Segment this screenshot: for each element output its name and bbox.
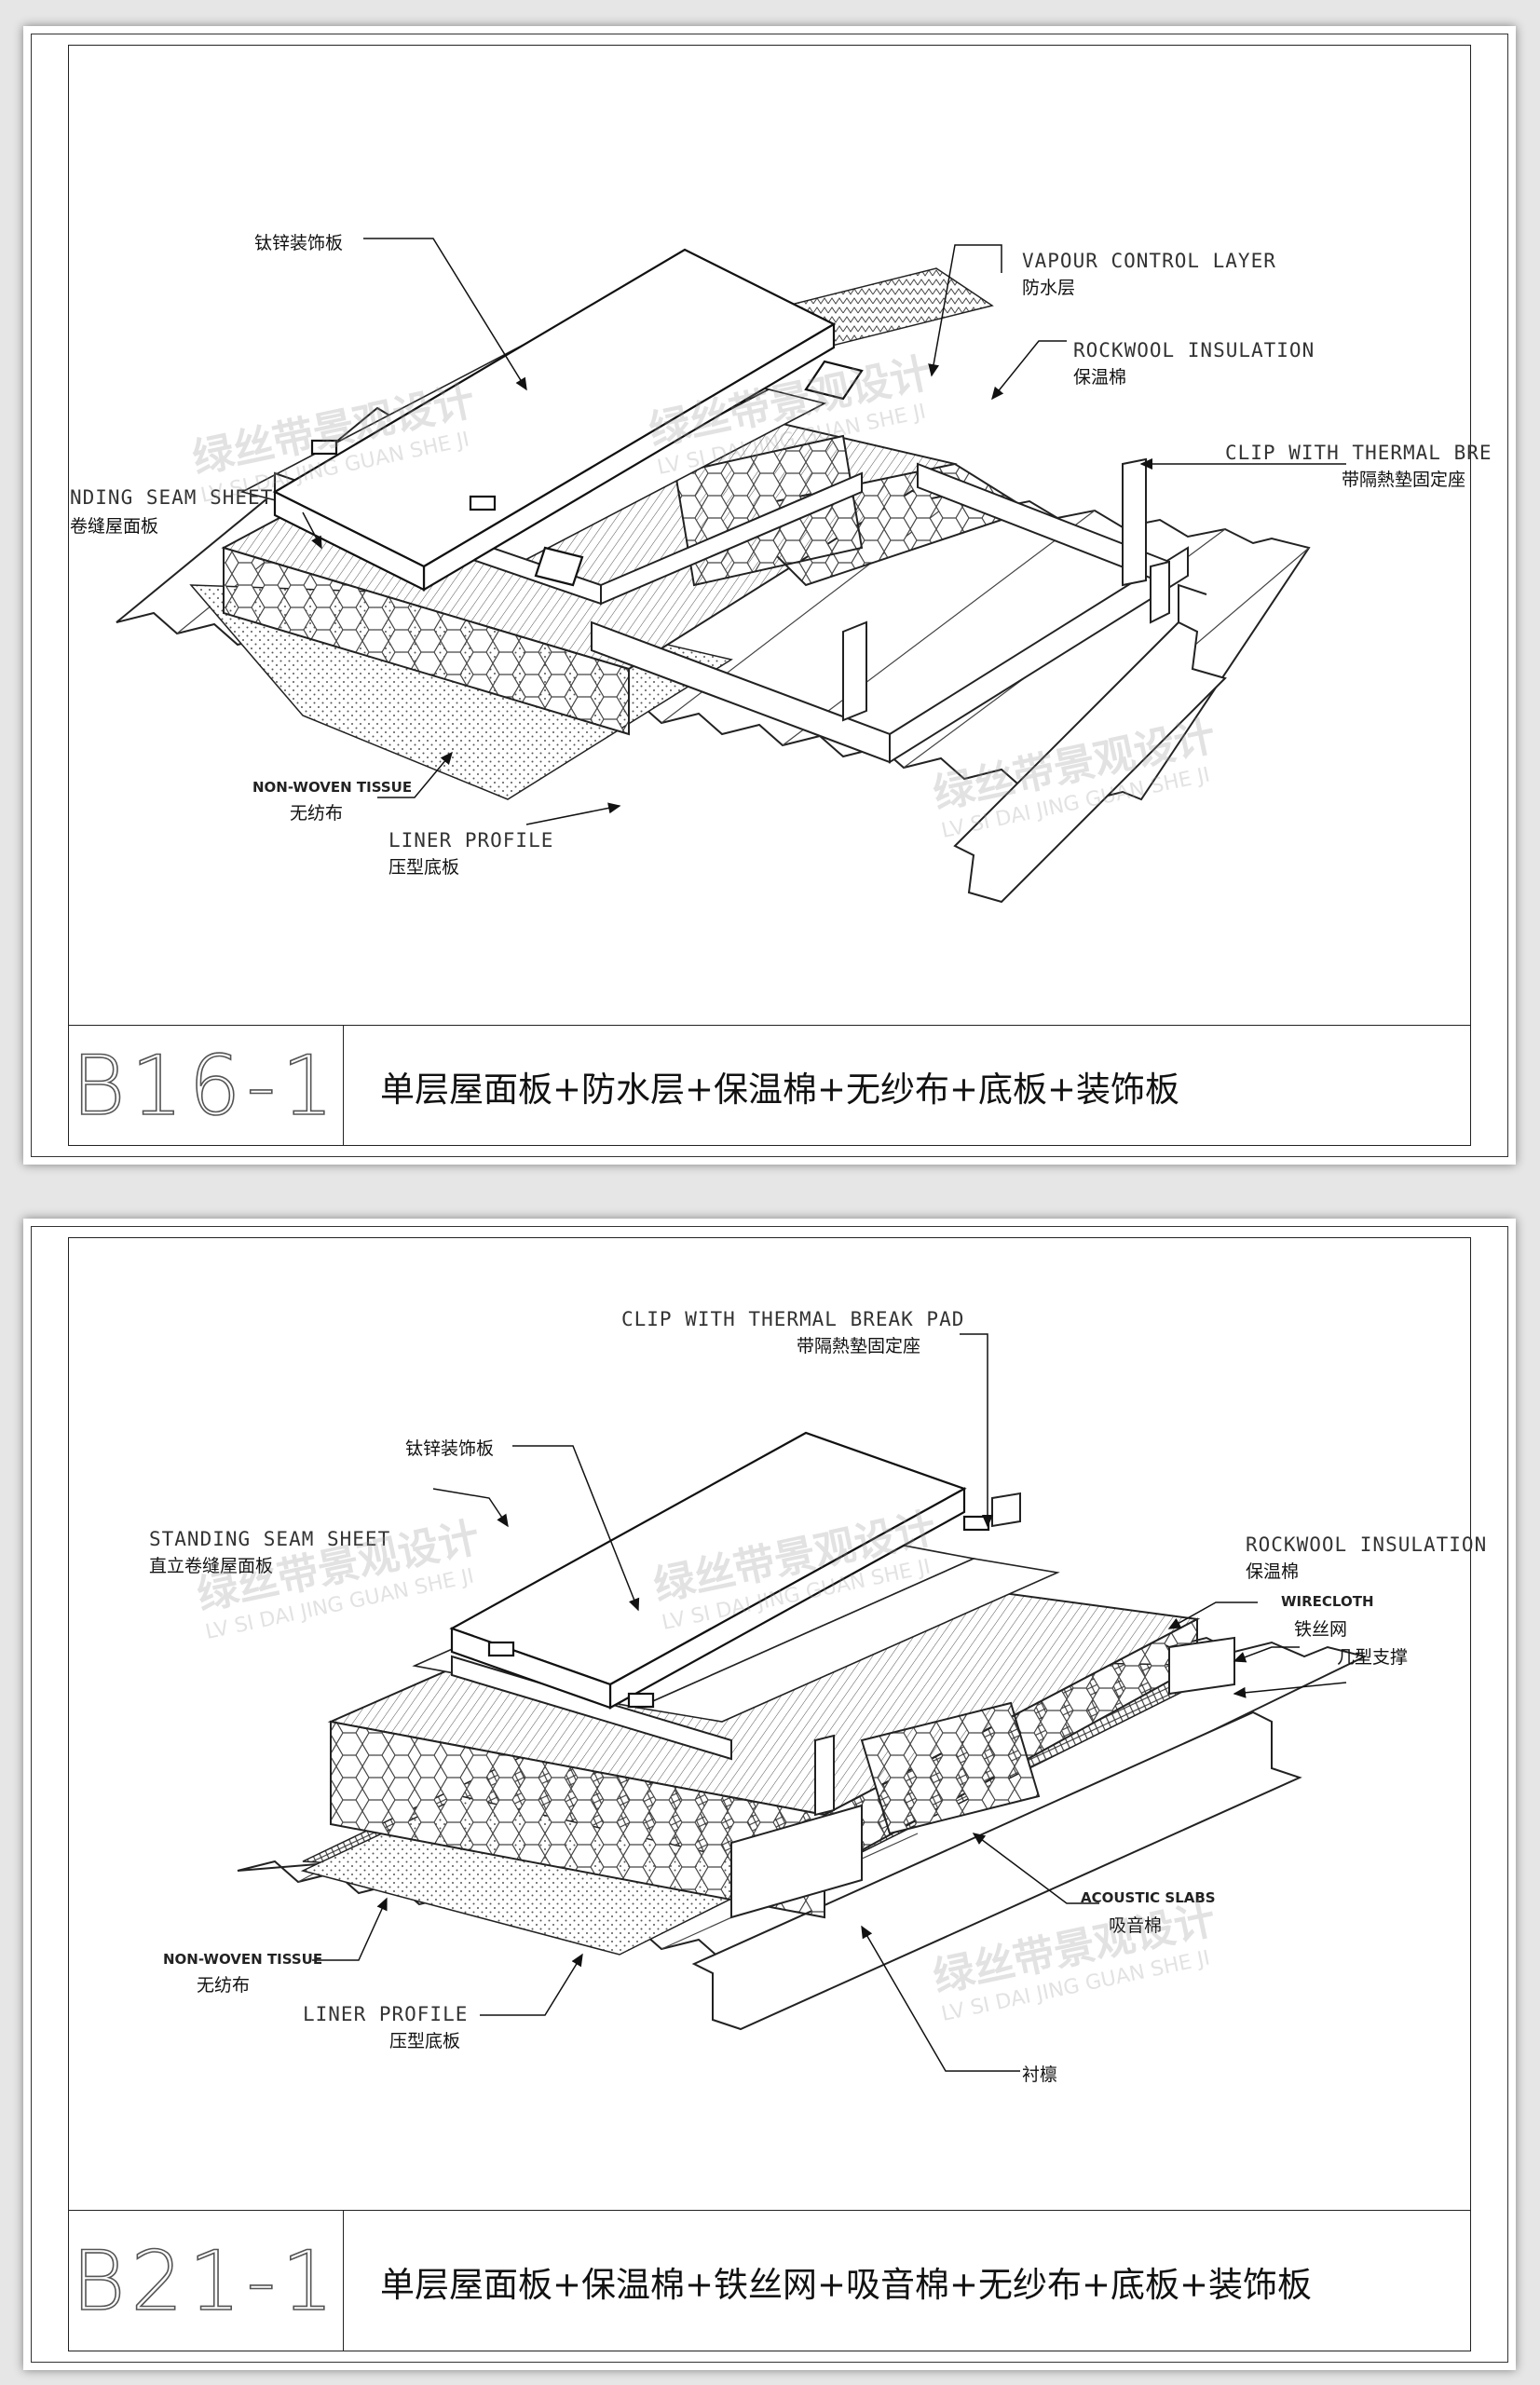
drawing-code-box: B16-1: [68, 1026, 344, 1146]
drawing-code: B16-1: [71, 1037, 340, 1135]
inner-frame: [68, 1237, 1471, 2351]
label-non-woven-zh: 无纺布: [197, 1975, 251, 1996]
label-clip-zh: 带隔熱墊固定座: [1342, 470, 1466, 490]
label-non-woven-en: NON-WOVEN TISSUE: [163, 1951, 323, 1968]
inner-frame: [68, 45, 1471, 1146]
title-block: B21-1 单层屋面板+保温棉+铁丝网+吸音棉+无纱布+底板+装饰板: [68, 2210, 1471, 2351]
label-rockwool-en: ROCKWOOL INSULATION: [1073, 339, 1315, 361]
outer-frame: [31, 1226, 1508, 2363]
drawing-sheet-b16-1: 钛锌装饰板 VAPOUR CONTROL LAYER 防水层 ROCKWOOL …: [23, 26, 1516, 1165]
label-liner-profile-zh: 压型底板: [389, 2031, 461, 2051]
leader-lines: [312, 1333, 1347, 2072]
roof-section-drawing: [116, 238, 1346, 904]
label-rockwool-zh: 保温棉: [1073, 367, 1127, 388]
label-acoustic-en: ACOUSTIC SLABS: [1081, 1889, 1216, 1906]
label-purlin: 衬檩: [1022, 2065, 1058, 2085]
label-acoustic-zh: 吸音棉: [1109, 1915, 1163, 1936]
support-rails: [451, 1492, 1235, 1919]
label-clip-en: CLIP WITH THERMAL BREAK PAD: [621, 1308, 965, 1330]
drawing-code-box: B21-1: [68, 2211, 344, 2351]
label-liner-profile-zh: 压型底板: [388, 857, 460, 878]
label-non-woven-en: NON-WOVEN TISSUE: [252, 779, 413, 796]
roof-section-drawing: [237, 1333, 1368, 2072]
decorative-panel: [272, 248, 864, 592]
label-decorative-panel: 钛锌装饰板: [254, 233, 344, 253]
label-rockwool-zh: 保温棉: [1246, 1561, 1300, 1582]
outer-frame: [31, 34, 1508, 1157]
label-non-woven-zh: 无纺布: [290, 803, 344, 824]
label-clip-en: CLIP WITH THERMAL BRE: [1225, 442, 1492, 464]
label-decorative-panel: 钛锌装饰板: [405, 1438, 495, 1459]
label-standing-seam-en: NDING SEAM SHEET: [70, 486, 274, 509]
label-vapour-control-zh: 防水层: [1022, 278, 1076, 298]
purlin: [691, 1710, 1302, 2031]
drawing-description: 单层屋面板+防水层+保温棉+无纱布+底板+装饰板: [380, 1069, 1180, 1110]
label-standing-seam-zh: 卷缝屋面板: [70, 516, 159, 537]
label-standing-seam-en: STANDING SEAM SHEET: [149, 1528, 391, 1550]
label-vapour-control-en: VAPOUR CONTROL LAYER: [1022, 250, 1276, 272]
label-standing-seam-zh: 直立卷缝屋面板: [149, 1556, 274, 1576]
leader-lines: [302, 238, 1346, 825]
drawing-description: 单层屋面板+保温棉+铁丝网+吸音棉+无纱布+底板+装饰板: [380, 2264, 1313, 2305]
decorative-panel: [449, 1431, 990, 1710]
drawing-sheet-b21-1: CLIP WITH THERMAL BREAK PAD 带隔熱墊固定座 钛锌装饰…: [23, 1219, 1516, 2370]
support-rails: [274, 457, 1189, 764]
label-clip-zh: 带隔熱墊固定座: [797, 1336, 921, 1356]
label-liner-profile-en: LINER PROFILE: [388, 829, 554, 852]
title-block: B16-1 单层屋面板+防水层+保温棉+无纱布+底板+装饰板: [68, 1025, 1471, 1146]
label-wirecloth-zh: 铁丝网: [1294, 1619, 1348, 1640]
drawing-code: B21-1: [71, 2232, 340, 2330]
label-wirecloth-en: WIRECLOTH: [1281, 1593, 1374, 1610]
label-rockwool-en: ROCKWOOL INSULATION: [1246, 1533, 1488, 1556]
label-liner-profile-en: LINER PROFILE: [303, 2003, 469, 2025]
purlin: [953, 583, 1227, 904]
label-omega-support: 几型支撑: [1337, 1647, 1409, 1668]
